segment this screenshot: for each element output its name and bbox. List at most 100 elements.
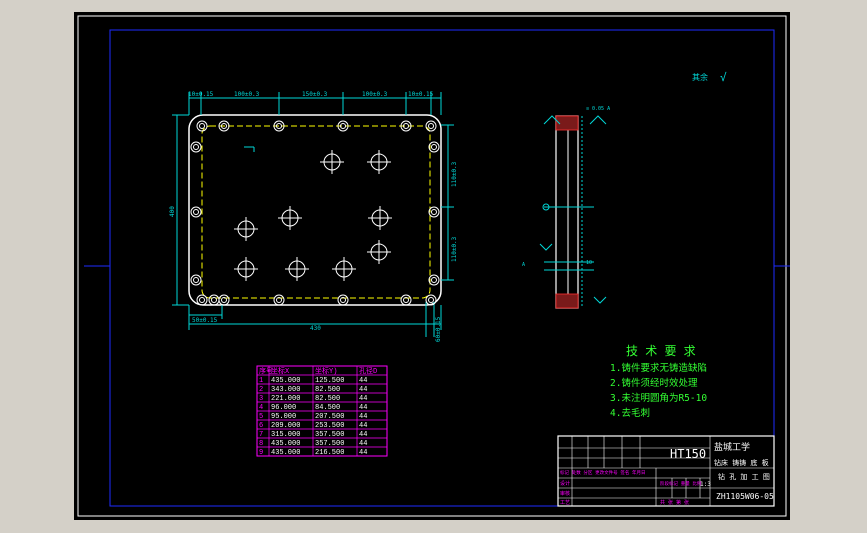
mount-hole bbox=[425, 120, 437, 132]
svg-text:A: A bbox=[522, 262, 525, 268]
stage-labels: 阶段标记 重量 比例 bbox=[660, 480, 702, 487]
side-body bbox=[555, 115, 579, 309]
mount-hole bbox=[337, 120, 349, 132]
mount-hole bbox=[190, 141, 202, 153]
mount-hole bbox=[208, 294, 220, 306]
row-label-design: 设计 bbox=[560, 480, 570, 487]
bore-hole bbox=[332, 257, 356, 281]
sheet-count: 共 张 第 张 bbox=[660, 499, 689, 506]
table-cell: 82.500 bbox=[315, 386, 340, 394]
table-cell: 4 bbox=[259, 404, 263, 412]
table-cell: 209.000 bbox=[271, 422, 300, 430]
roughness-symbol: √ bbox=[720, 71, 727, 84]
side-view: ≡ 0.05 A 10 A bbox=[522, 106, 610, 309]
drawing-number: ZH1105W06-05 bbox=[716, 492, 774, 501]
tech-item-2: 2.铸件须经时效处理 bbox=[610, 377, 698, 389]
dim-top-5: 10±0.15 bbox=[408, 91, 434, 98]
bore-hole bbox=[320, 150, 344, 174]
bore-hole bbox=[368, 206, 392, 230]
dim-top-2: 100±0.3 bbox=[234, 91, 260, 98]
dim-right-2: 110±0.3 bbox=[451, 236, 458, 262]
table-cell: 44 bbox=[359, 404, 367, 412]
table-cell: 82.500 bbox=[315, 395, 340, 403]
datum-circle bbox=[542, 203, 550, 211]
dim-top-1: 10±0.15 bbox=[188, 91, 214, 98]
roughness-note: 其余 √ bbox=[692, 71, 727, 84]
bore-hole bbox=[278, 206, 302, 230]
mount-hole bbox=[196, 294, 208, 306]
mount-hole bbox=[196, 120, 208, 132]
section-hatch-bottom bbox=[555, 293, 579, 309]
table-cell: 44 bbox=[359, 422, 367, 430]
bore-hole bbox=[285, 257, 309, 281]
table-cell: 357.500 bbox=[315, 440, 344, 448]
drawing-sheet: 10±0.15 100±0.3 150±0.3 100±0.3 10±0.15 … bbox=[74, 12, 790, 520]
mount-hole bbox=[218, 120, 230, 132]
table-cell: 3 bbox=[259, 395, 263, 403]
hidden-pocket bbox=[201, 125, 431, 299]
front-view: 10±0.15 100±0.3 150±0.3 100±0.3 10±0.15 … bbox=[169, 91, 458, 342]
dim-bottom: 430 bbox=[310, 325, 321, 332]
school-name: 盐城工学 bbox=[714, 441, 750, 453]
tech-requirements: 技 术 要 求 1.铸件要求无铸造缺陷 2.铸件须经时效处理 3.未注明圆角为R… bbox=[610, 344, 707, 419]
inner-border bbox=[109, 29, 775, 507]
table-cell: 44 bbox=[359, 413, 367, 421]
mount-hole bbox=[428, 274, 440, 286]
mount-hole bbox=[190, 274, 202, 286]
table-header-cell: 孔径D bbox=[359, 366, 377, 376]
table-cell: 44 bbox=[359, 440, 367, 448]
roughness-label: 其余 bbox=[692, 72, 708, 82]
dim-small-bottom: 50±0.15 bbox=[192, 317, 218, 324]
mount-hole bbox=[337, 294, 349, 306]
table-cell: 95.000 bbox=[271, 413, 296, 421]
part-name: 钻床 铸铸 底 板 bbox=[714, 458, 769, 467]
sub-name: 钻 孔 加 工 图 bbox=[718, 472, 770, 481]
table-header-cell: 坐标Y) bbox=[315, 366, 337, 376]
table-cell: 6 bbox=[259, 422, 263, 430]
title-block: HT150 盐城工学 钻床 铸铸 底 板 钻 孔 加 工 图 1:3 ZH110… bbox=[557, 435, 775, 507]
table-cell: 207.500 bbox=[315, 413, 344, 421]
dimension-lines bbox=[172, 92, 454, 337]
table-cell: 125.500 bbox=[315, 377, 344, 385]
mount-hole bbox=[400, 120, 412, 132]
material: HT150 bbox=[670, 447, 706, 461]
table-cell: 315.000 bbox=[271, 431, 300, 439]
table-cell: 221.000 bbox=[271, 395, 300, 403]
table-cell: 44 bbox=[359, 449, 367, 457]
table-cell: 357.500 bbox=[315, 431, 344, 439]
sign-labels: 标记 处数 分区 更改文件号 签名 年月日 bbox=[560, 469, 646, 476]
tech-title: 技 术 要 求 bbox=[626, 344, 696, 358]
table-cell: 44 bbox=[359, 431, 367, 439]
main-holes bbox=[234, 150, 392, 281]
bore-hole bbox=[367, 240, 391, 264]
table-cell: 44 bbox=[359, 386, 367, 394]
table-cell: 216.500 bbox=[315, 449, 344, 457]
table-header-cell: 坐标X bbox=[271, 366, 290, 376]
svg-text:10: 10 bbox=[586, 260, 592, 266]
table-cell: 253.500 bbox=[315, 422, 344, 430]
svg-text:≡ 0.05 A: ≡ 0.05 A bbox=[586, 106, 610, 112]
row-label-process: 工艺 bbox=[560, 500, 570, 506]
table-cell: 5 bbox=[259, 413, 263, 421]
dimension-texts: 10±0.15 100±0.3 150±0.3 100±0.3 10±0.15 … bbox=[169, 91, 458, 342]
bore-hole bbox=[234, 217, 258, 241]
row-label-check: 审核 bbox=[560, 490, 570, 497]
table-cell: 44 bbox=[359, 395, 367, 403]
dim-top-3: 150±0.3 bbox=[302, 91, 328, 98]
perimeter-holes bbox=[190, 120, 440, 306]
table-cell: 44 bbox=[359, 377, 367, 385]
table-header-cell: 序号 bbox=[259, 366, 273, 376]
table-cell: 84.500 bbox=[315, 404, 340, 412]
table-cell: 96.000 bbox=[271, 404, 296, 412]
scale: 1:3 bbox=[700, 481, 711, 488]
bore-hole bbox=[367, 150, 391, 174]
table-cell: 8 bbox=[259, 440, 263, 448]
mount-hole bbox=[400, 294, 412, 306]
dim-bottom-right: 60±0.15 bbox=[435, 316, 442, 342]
mount-hole bbox=[218, 294, 230, 306]
mount-hole bbox=[428, 206, 440, 218]
mount-hole bbox=[190, 206, 202, 218]
table-cell: 7 bbox=[259, 431, 263, 439]
